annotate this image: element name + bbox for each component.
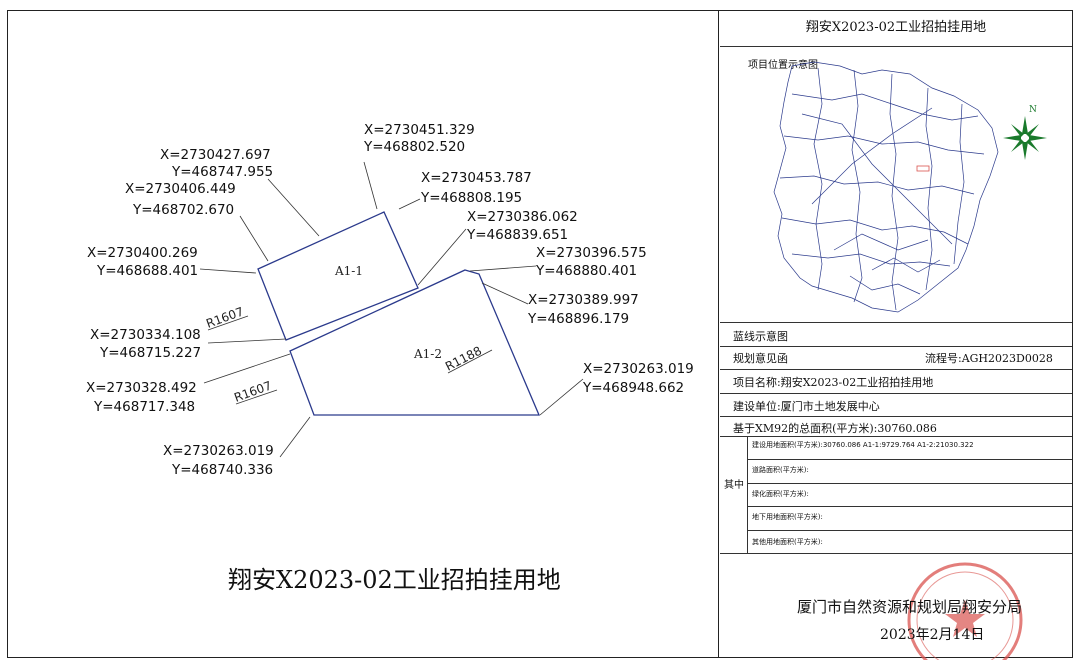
construction-unit: 建设单位:厦门市土地发展中心 <box>733 400 880 413</box>
coord-x: X=2730328.492 <box>86 380 197 396</box>
coord-y: Y=468715.227 <box>99 345 201 361</box>
coord-x: X=2730453.787 <box>421 170 532 186</box>
breakdown-item: 绿化面积(平方米): <box>752 490 809 498</box>
row-line <box>720 46 1072 47</box>
north-arrow-icon: N <box>1003 105 1047 160</box>
radius-label-3: R1188 <box>443 344 493 374</box>
radius-label-2: R1607 <box>232 378 278 405</box>
row-line <box>720 553 1072 554</box>
coord-y: Y=468717.348 <box>93 399 195 415</box>
row-line <box>720 393 1072 394</box>
coord-x: X=2730427.697 <box>160 147 271 163</box>
flow-number: 流程号:AGH2023D0028 <box>925 352 1053 365</box>
coord-x: X=2730386.062 <box>467 209 578 225</box>
breakdown-divider <box>747 436 748 553</box>
coord-y: Y=468896.179 <box>527 311 629 327</box>
coord-x: X=2730389.997 <box>528 292 639 308</box>
site-plan: A1-1 A1-2 R1607 R1607 R1188 X=2730427.69… <box>86 122 694 594</box>
drawing-title: 翔安X2023-02工业招拍挂用地 <box>228 566 561 594</box>
row-line <box>720 416 1072 417</box>
radius-label-1: R1607 <box>204 304 249 331</box>
total-area: 基于XM92的总面积(平方米):30760.086 <box>733 422 937 435</box>
row-line <box>747 483 1072 484</box>
parcel-a1-2-boundary <box>289 269 540 416</box>
svg-text:N: N <box>1029 105 1037 115</box>
row-line <box>747 530 1072 531</box>
coord-x: X=2730263.019 <box>163 443 274 459</box>
row-line <box>720 369 1072 370</box>
coord-x: X=2730334.108 <box>90 327 201 343</box>
svg-text:R1607: R1607 <box>204 304 245 330</box>
official-seal-icon <box>907 562 1023 660</box>
parcel-label-a1-2: A1-2 <box>413 347 442 361</box>
blueline-label: 蓝线示意图 <box>733 330 788 343</box>
coord-y: Y=468702.670 <box>132 202 234 218</box>
parcel-a1-1-boundary <box>257 211 419 341</box>
coord-x: X=2730406.449 <box>125 181 236 197</box>
coord-x: X=2730263.019 <box>583 361 694 377</box>
coord-y: Y=468948.662 <box>582 380 684 396</box>
coord-y: Y=468808.195 <box>420 190 522 206</box>
row-line <box>720 436 1072 437</box>
row-line <box>720 322 1072 323</box>
parcel-label-a1-1: A1-1 <box>334 264 363 278</box>
coord-y: Y=468740.336 <box>171 462 273 478</box>
breakdown-item: 其他用地面积(平方米): <box>752 538 823 546</box>
row-line <box>747 506 1072 507</box>
project-location-marker <box>916 165 930 172</box>
drawing-frame <box>7 10 1073 658</box>
svg-text:R1607: R1607 <box>232 378 273 404</box>
issue-date: 2023年2月14日 <box>880 627 985 643</box>
leader-lines <box>199 161 584 458</box>
breakdown-item: 建设用地面积(平方米):30760.086 A1-1:9729.764 A1-2… <box>752 441 974 449</box>
location-map: N <box>773 61 1047 313</box>
breakdown-label: 其中 <box>724 480 744 491</box>
location-map-label: 项目位置示意图 <box>748 60 818 71</box>
breakdown-item: 地下用地面积(平方米): <box>752 513 823 521</box>
opinion-label: 规划意见函 <box>733 352 788 365</box>
coordinate-labels: X=2730427.697 Y=468747.955 X=2730451.329… <box>86 122 694 478</box>
svg-text:R1188: R1188 <box>443 344 484 374</box>
coord-y: Y=468880.401 <box>535 263 637 279</box>
coord-x: X=2730451.329 <box>364 122 475 138</box>
row-line <box>720 346 1072 347</box>
row-line <box>747 459 1072 460</box>
title-block-header: 翔安X2023-02工业招拍挂用地 <box>805 20 987 35</box>
coord-y: Y=468688.401 <box>96 263 198 279</box>
breakdown-item: 道路面积(平方米): <box>752 466 809 474</box>
coord-x: X=2730400.269 <box>87 245 198 261</box>
coord-y: Y=468747.955 <box>171 164 273 180</box>
coord-x: X=2730396.575 <box>536 245 647 261</box>
coord-y: Y=468839.651 <box>466 227 568 243</box>
project-name: 项目名称:翔安X2023-02工业招拍挂用地 <box>733 376 934 389</box>
title-block-divider <box>718 10 719 658</box>
coord-y: Y=468802.520 <box>363 139 465 155</box>
issuer-name: 厦门市自然资源和规划局翔安分局 <box>797 598 1023 616</box>
